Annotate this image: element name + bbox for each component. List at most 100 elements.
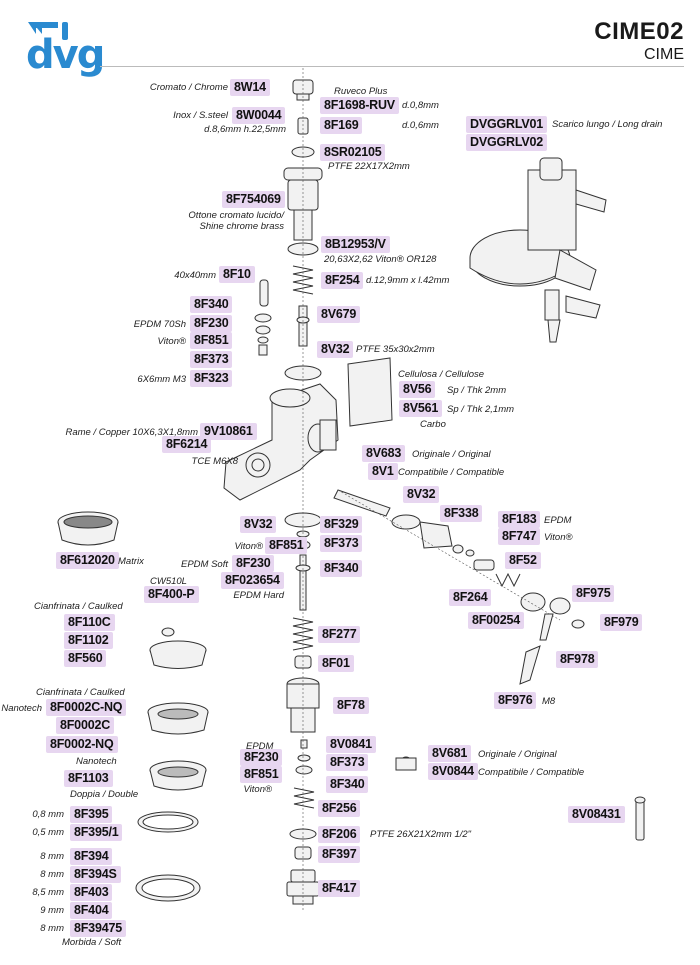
part-code: 8F400-P: [144, 586, 199, 603]
note: Shine chrome brass: [199, 221, 284, 232]
note: 9 mm: [40, 905, 64, 916]
note: Viton®: [243, 784, 272, 795]
part-code: 8V683: [362, 445, 406, 462]
part-code: 8F397: [318, 846, 361, 863]
part-code: 8F230: [190, 315, 233, 332]
part-code: 8V681: [428, 745, 472, 762]
part-code: 8F277: [318, 626, 361, 643]
note: Doppia / Double: [70, 789, 139, 800]
note: PTFE 35x30x2mm: [356, 344, 435, 355]
part-code: 8F404: [70, 902, 113, 919]
gasket-395-inner: [142, 814, 194, 830]
part-code: 8F329: [320, 516, 363, 533]
part-code: 8F39475: [70, 920, 126, 937]
note: Ruveco Plus: [334, 86, 388, 97]
part-code: 8F373: [190, 351, 233, 368]
note: Morbida / Soft: [62, 937, 122, 948]
group-assembly-drawing: [469, 157, 607, 343]
note: EPDM 70Sh: [133, 319, 186, 330]
part-code: 8V32: [403, 486, 440, 503]
part-code: 8F183: [498, 511, 541, 528]
part-code: 8V32: [317, 341, 354, 358]
note: Cellulosa / Cellulose: [398, 369, 485, 380]
part-code: 8F6214: [162, 436, 212, 453]
part-code: 8V679: [317, 306, 361, 323]
note: 8 mm: [40, 851, 64, 862]
part-code: DVGGRLV01: [466, 116, 547, 133]
part-code: 8F373: [320, 535, 363, 552]
note: Inox / S.steel: [173, 110, 228, 121]
part-code: 8F1103: [64, 770, 113, 787]
note: EPDM: [544, 515, 572, 526]
note: TCE M6X8: [191, 456, 238, 467]
part-code: 9V10861: [200, 423, 257, 440]
note: Nanotech: [76, 756, 117, 767]
part-code: 8F747: [498, 528, 541, 545]
lower-stack-drawing: [295, 739, 313, 775]
shower-screen-1-drawing: [149, 627, 207, 669]
note: CW510L: [150, 576, 187, 587]
pin-part-drawing: [259, 279, 269, 307]
part-code: 8F169: [320, 117, 363, 134]
note: EPDM Soft: [181, 559, 228, 570]
note: 6X6mm M3: [137, 374, 186, 385]
part-code: 8F340: [326, 776, 369, 793]
part-code: 8F10: [219, 266, 255, 283]
fitting-417-drawing: [286, 869, 320, 905]
note: Compatibile / Compatible: [398, 467, 505, 478]
brand-logo: dvg: [22, 18, 105, 84]
part-code: 8F395: [70, 806, 113, 823]
part-code: 8F851: [240, 766, 283, 783]
part-code: DVGGRLV02: [466, 134, 547, 151]
note: Viton®: [234, 541, 263, 552]
gasket-394-inner: [141, 878, 195, 898]
valve-681-drawing: [395, 756, 417, 771]
page-subtitle: CIME: [644, 46, 684, 63]
logo-text: dvg: [26, 32, 105, 78]
note: d.8,6mm h.22,5mm: [204, 124, 286, 135]
note: 40x40mm: [174, 270, 216, 281]
note: 0,8 mm: [32, 809, 64, 820]
part-code: 8F230: [232, 555, 275, 572]
part-code: 8V1: [368, 463, 398, 480]
note: M8: [542, 696, 556, 707]
part-code: 8W14: [230, 79, 270, 96]
note: 8,5 mm: [32, 887, 64, 898]
part-code: 8F340: [320, 560, 363, 577]
note: Sp / Thk 2mm: [447, 385, 507, 396]
part-code: 8F373: [326, 754, 369, 771]
note: Carbo: [420, 419, 446, 430]
part-code: 8F978: [556, 651, 599, 668]
pin-08431-drawing: [634, 796, 646, 841]
lower-spring-drawing: [292, 617, 314, 651]
note: EPDM: [246, 741, 274, 752]
note: Cromato / Chrome: [149, 82, 228, 93]
note: Viton®: [544, 532, 573, 543]
part-code: 8F394S: [70, 866, 121, 883]
part-code: 8V56: [399, 381, 436, 398]
right-valve-drawing: [333, 489, 495, 571]
note: EPDM Hard: [233, 590, 284, 601]
part-code: 8F395/1: [70, 824, 123, 841]
part-code: 8F1698-RUV: [320, 97, 399, 114]
note: 8 mm: [40, 923, 64, 934]
note: Sp / Thk 2,1mm: [447, 404, 515, 415]
part-code: 8F78: [333, 697, 369, 714]
part-code: 8F023654: [221, 572, 284, 589]
part-code: 8F612020: [56, 552, 119, 569]
note: Originale / Original: [478, 749, 557, 760]
part-code: 8V08431: [568, 806, 625, 823]
note: 8 mm: [40, 869, 64, 880]
page-title: CIME02: [594, 18, 684, 45]
part-code: 8F01: [318, 655, 354, 672]
part-code: 8F0002C: [56, 717, 115, 734]
note: Compatibile / Compatible: [478, 767, 585, 778]
note: Ottone cromato lucido/: [188, 210, 284, 221]
header-rule: [100, 66, 684, 67]
note: Originale / Original: [412, 449, 491, 460]
note: Cianfrinata / Caulked: [36, 687, 125, 698]
part-code: 8F1102: [64, 632, 113, 649]
note: Nanotech: [1, 703, 42, 714]
note: 20,63X2,62 Viton® OR128: [324, 254, 437, 265]
part-code: 8F206: [318, 826, 361, 843]
